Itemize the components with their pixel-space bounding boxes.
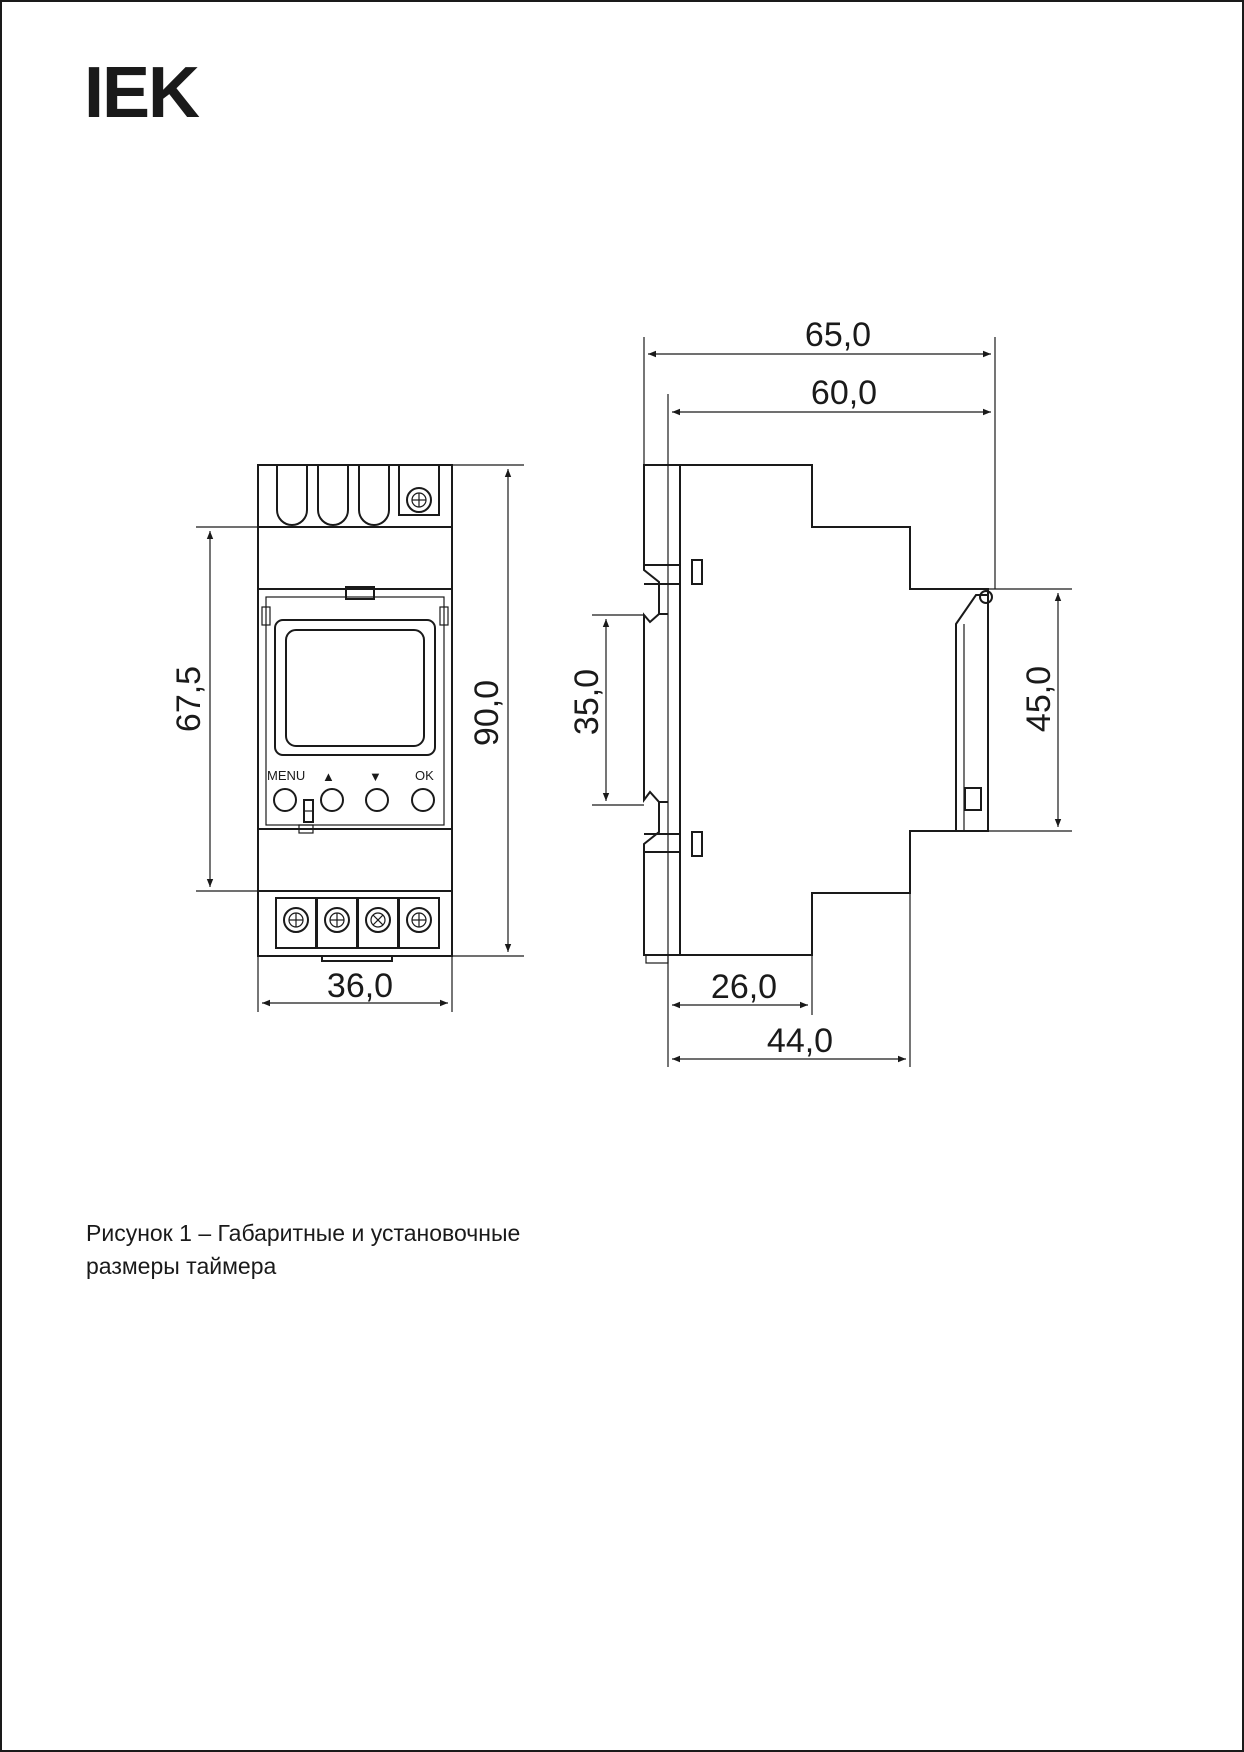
terminal-screw-icon — [283, 907, 309, 933]
lcd-display — [285, 629, 425, 747]
dim-depth-total: 65,0 — [805, 316, 871, 354]
up-button — [320, 788, 344, 812]
ok-button — [411, 788, 435, 812]
up-label: ▲ — [322, 769, 335, 784]
figure-caption: Рисунок 1 – Габаритные и установочные ра… — [86, 1217, 606, 1283]
ok-label: OK — [415, 768, 434, 783]
side-view: 65,0 60,0 35,0 45,0 26,0 44,0 — [568, 316, 1072, 1067]
menu-label: MENU — [267, 768, 305, 783]
dim-front-face: 45,0 — [1020, 666, 1058, 732]
dim-depth-body: 60,0 — [811, 374, 877, 412]
caption-line-2: размеры таймера — [86, 1253, 277, 1279]
dim-height-body: 67,5 — [170, 666, 208, 732]
menu-button — [273, 788, 297, 812]
caption-line-1: Рисунок 1 – Габаритные и установочные — [86, 1220, 521, 1246]
terminal-screw-icon — [406, 907, 432, 933]
down-label: ▼ — [369, 769, 382, 784]
terminal-screw-icon — [324, 907, 350, 933]
dim-depth-step2: 44,0 — [767, 1022, 833, 1060]
dim-height-total: 90,0 — [468, 680, 506, 746]
front-view: MENU ▲ ▼ OK — [170, 464, 524, 1012]
down-button — [365, 788, 389, 812]
dim-rail: 35,0 — [568, 669, 606, 735]
dim-depth-step1: 26,0 — [711, 968, 777, 1006]
terminal-screw-icon — [406, 487, 432, 513]
terminal-screw-icon — [365, 907, 391, 933]
iek-logo: IEK — [84, 53, 200, 133]
dim-width: 36,0 — [327, 967, 393, 1005]
